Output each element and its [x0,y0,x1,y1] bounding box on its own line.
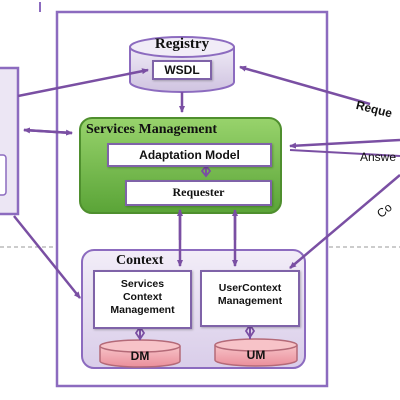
wsdl-label: WSDL [164,63,200,77]
services-context-line-3: Management [110,304,175,316]
diamond-services-context-dm [134,325,146,341]
um-cylinder-top [214,338,298,352]
diamond-user-context-um [244,323,256,339]
registry-title: Registry [154,36,210,52]
requester-box: Requester [125,180,272,206]
user-context-line-2: Management [217,295,283,307]
um-label: UM [246,348,266,362]
services-management-title: Services Management [86,122,218,137]
arrow-left-to-context [13,215,81,299]
line-answer-out [289,149,400,157]
wsdl-box: WSDL [152,60,212,80]
services-context-line-2: Context [122,291,163,303]
adaptation-model-label: Adaptation Model [139,148,240,162]
arrow-services-to-left [23,127,73,135]
user-context-box: UserContext Management [200,270,300,327]
user-context-line-1: UserContext [218,282,282,294]
answer-label: Answe [360,150,397,164]
dm-label: DM [130,349,150,363]
services-context-line-1: Services [120,278,165,290]
diamond-adaptation-requester [200,164,212,178]
arrow-request-in [289,138,400,149]
services-context-box: Services Context Management [93,270,192,329]
requester-label: Requester [172,185,225,199]
registry-cylinder-top [129,36,235,58]
arrow-right-to-registry [239,65,371,106]
left-panel-cylinder [0,154,7,196]
arrow-context-in [289,174,400,269]
arrow-left-to-wsdl [17,68,149,98]
context-title: Context [116,253,164,268]
adaptation-model-box: Adaptation Model [107,143,272,167]
